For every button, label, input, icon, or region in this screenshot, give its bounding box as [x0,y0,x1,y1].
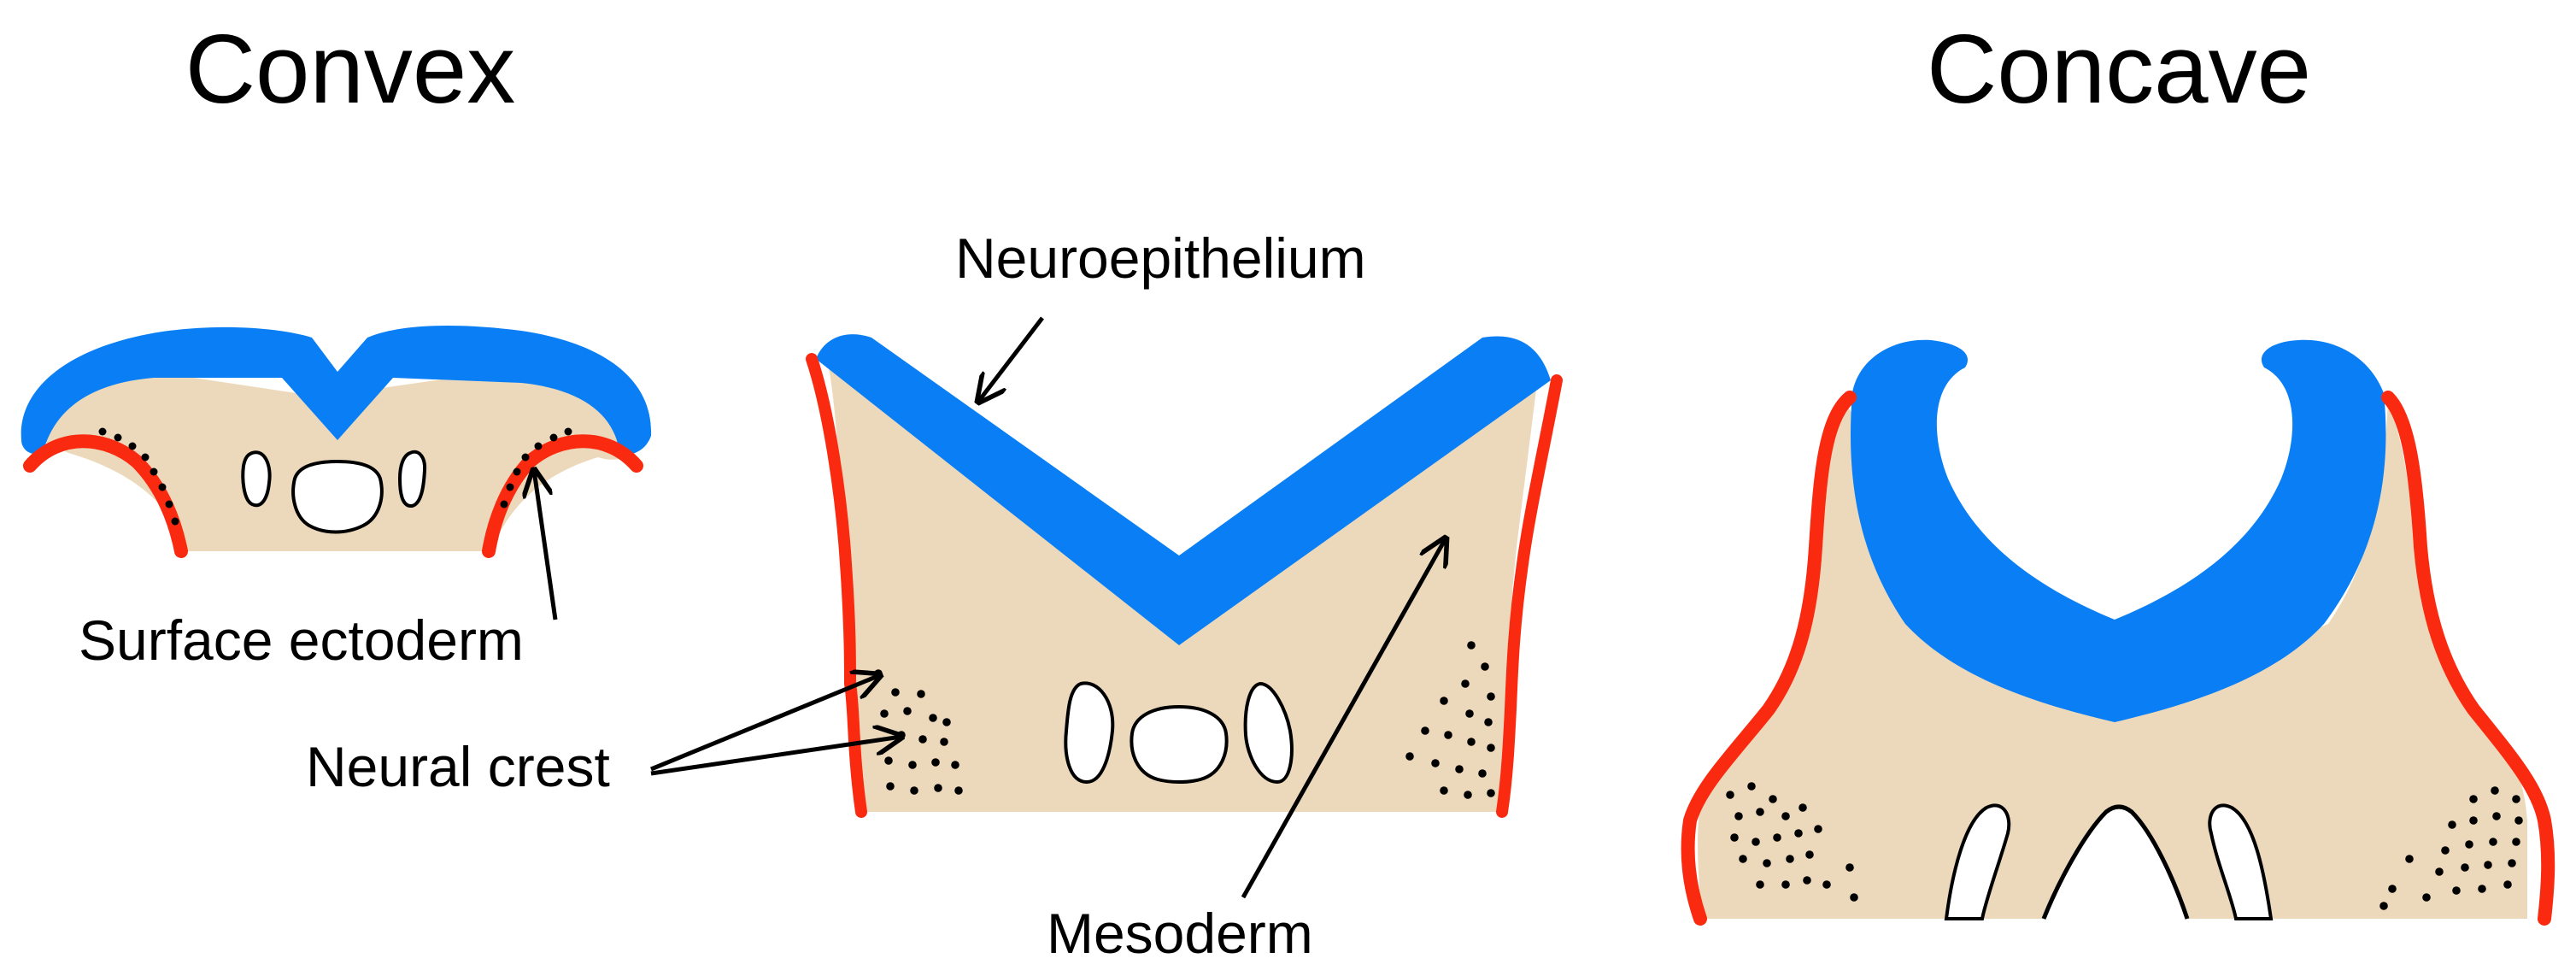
middle-neural-crest-left [874,669,963,795]
middle-neuroepithelium [816,334,1551,645]
concave-neuroepithelium [1850,339,2386,722]
arrow-neural-crest-upper [650,675,880,772]
convex-title: Convex [185,15,516,124]
concave-ectoderm-left [1681,391,1857,926]
convex-neural-crest-left [98,427,179,526]
concave-ectoderm-right [2381,391,2555,926]
label-mesoderm: Mesoderm [1047,902,1313,965]
concave-mesoderm [1698,402,2527,919]
arrow-mesoderm [1241,538,1446,899]
middle-section [806,334,1563,818]
middle-mesoderm [829,367,1538,812]
concave-title: Concave [1927,15,2311,124]
convex-notochord-somites [241,450,427,534]
concave-notochord-somites [1944,803,2274,920]
concave-section [1681,339,2555,926]
label-neural-crest: Neural crest [306,735,610,798]
convex-neuroepithelium [21,326,652,455]
arrow-neuroepithelium [978,316,1044,402]
concave-neural-crest-left [1726,782,1858,902]
middle-notochord-somites [1064,681,1294,785]
arrow-neural-crest-lower [650,737,901,776]
arrow-surface-ectoderm [534,470,558,620]
middle-ectoderm-right [1496,374,1563,818]
convex-neural-crest-right [500,427,572,509]
concave-neural-crest-right [2379,786,2523,910]
label-neuroepithelium: Neuroepithelium [955,226,1366,290]
middle-neural-crest-right [1405,641,1495,799]
middle-ectoderm-left [806,353,867,818]
convex-section [21,326,652,558]
convex-ectoderm-right [482,434,643,558]
label-surface-ectoderm: Surface ectoderm [79,609,524,672]
